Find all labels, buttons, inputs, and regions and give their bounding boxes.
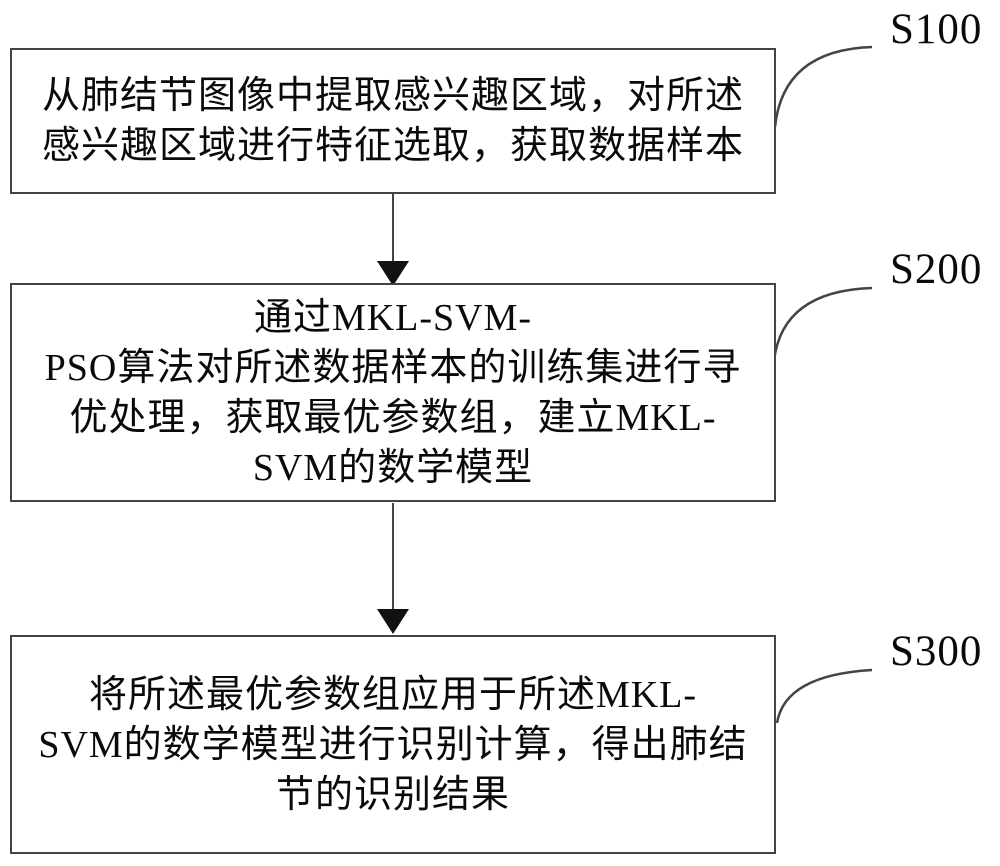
step-label-s100: S100 [890, 6, 983, 53]
step-text-s200: 通过MKL-SVM- PSO算法对所述数据样本的训练集进行寻 优处理，获取最优参… [44, 296, 742, 489]
leader-curve-s100 [773, 45, 873, 128]
leader-curve-s300 [775, 668, 873, 724]
step-text-s300: 将所述最优参数组应用于所述MKL- SVM的数学模型进行识别计算，得出肺结 节的… [38, 673, 748, 816]
arrow-head-1-icon [377, 261, 409, 286]
step-box-s100: 从肺结节图像中提取感兴趣区域，对所述 感兴趣区域进行特征选取，获取数据样本 [10, 48, 776, 194]
arrow-head-2-icon [377, 609, 409, 634]
step-label-s200: S200 [890, 246, 983, 293]
leader-curve-s200 [772, 286, 873, 362]
step-box-s300: 将所述最优参数组应用于所述MKL- SVM的数学模型进行识别计算，得出肺结 节的… [10, 635, 776, 854]
step-label-s300: S300 [890, 628, 983, 675]
step-text-s100: 从肺结节图像中提取感兴趣区域，对所述 感兴趣区域进行特征选取，获取数据样本 [41, 75, 744, 167]
step-box-s200: 通过MKL-SVM- PSO算法对所述数据样本的训练集进行寻 优处理，获取最优参… [10, 283, 776, 502]
